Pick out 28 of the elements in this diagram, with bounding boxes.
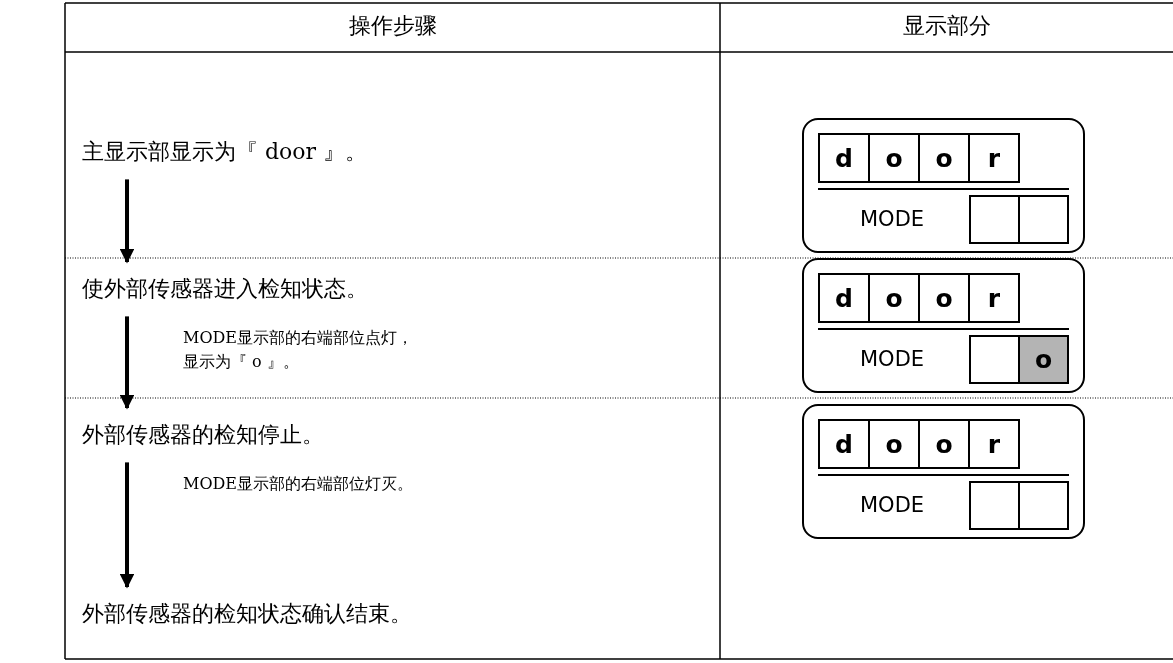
arrow xyxy=(119,462,135,589)
display-character: r xyxy=(968,419,1020,469)
arrow xyxy=(119,179,135,264)
display-character: o xyxy=(918,273,970,323)
display-character: r xyxy=(968,133,1020,183)
column-header: 显示部分 xyxy=(901,12,992,40)
column-header: 操作步骤 xyxy=(347,12,438,40)
display-panel xyxy=(802,404,1085,539)
display-character: o xyxy=(868,273,920,323)
display-character: o xyxy=(918,133,970,183)
display-character: d xyxy=(818,133,870,183)
step-text: 主显示部显示为『 door 』。 xyxy=(78,125,372,180)
display-character: d xyxy=(818,419,870,469)
display-character: r xyxy=(968,273,1020,323)
display-character: o xyxy=(868,133,920,183)
step-text: 外部传感器的检知状态确认结束。 xyxy=(78,587,416,642)
mode-label: MODE xyxy=(860,495,925,516)
display-panel xyxy=(802,118,1085,253)
display-character: o xyxy=(868,419,920,469)
display-character: o xyxy=(918,419,970,469)
mode-label: MODE xyxy=(860,349,925,370)
mode-label: MODE xyxy=(860,209,925,230)
lit-mode-segment: o xyxy=(1018,335,1069,384)
arrow xyxy=(119,316,135,410)
display-panel xyxy=(802,258,1085,393)
display-character: d xyxy=(818,273,870,323)
step-text: 外部传感器的检知停止。 xyxy=(78,408,328,463)
step-text: 使外部传感器进入检知状态。 xyxy=(78,262,372,317)
